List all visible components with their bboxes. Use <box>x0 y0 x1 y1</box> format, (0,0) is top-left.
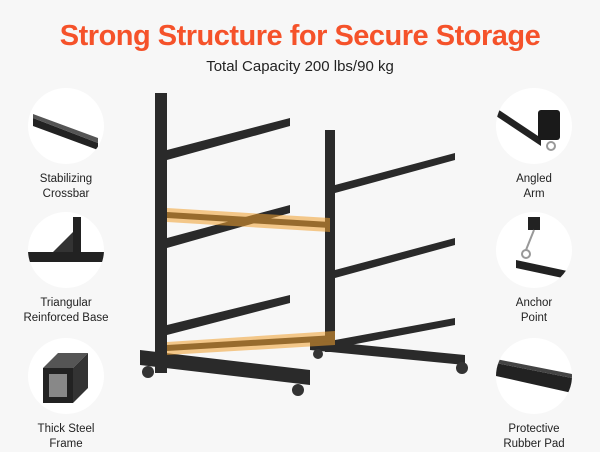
feature-stabilizing-crossbar: Stabilizing Crossbar <box>1 88 131 202</box>
feature-triangular-base: Triangular Reinforced Base <box>1 212 131 326</box>
headline: Strong Structure for Secure Storage <box>59 20 541 52</box>
arm-icon <box>496 88 572 164</box>
anchor-icon <box>496 212 572 288</box>
capacity-subtitle: Total Capacity 200 lbs/90 kg <box>206 58 394 75</box>
feature-thick-steel-frame: Thick Steel Frame <box>1 338 131 452</box>
crossbar-icon <box>28 88 104 164</box>
feature-anchor-point: Anchor Point <box>469 212 599 326</box>
feature-angled-arm: Angled Arm <box>469 88 599 202</box>
feature-rubber-pad: Protective Rubber Pad <box>469 338 599 452</box>
rubber-pad-icon <box>496 338 572 414</box>
steel-tube-icon <box>28 338 104 414</box>
base-icon <box>28 212 104 288</box>
